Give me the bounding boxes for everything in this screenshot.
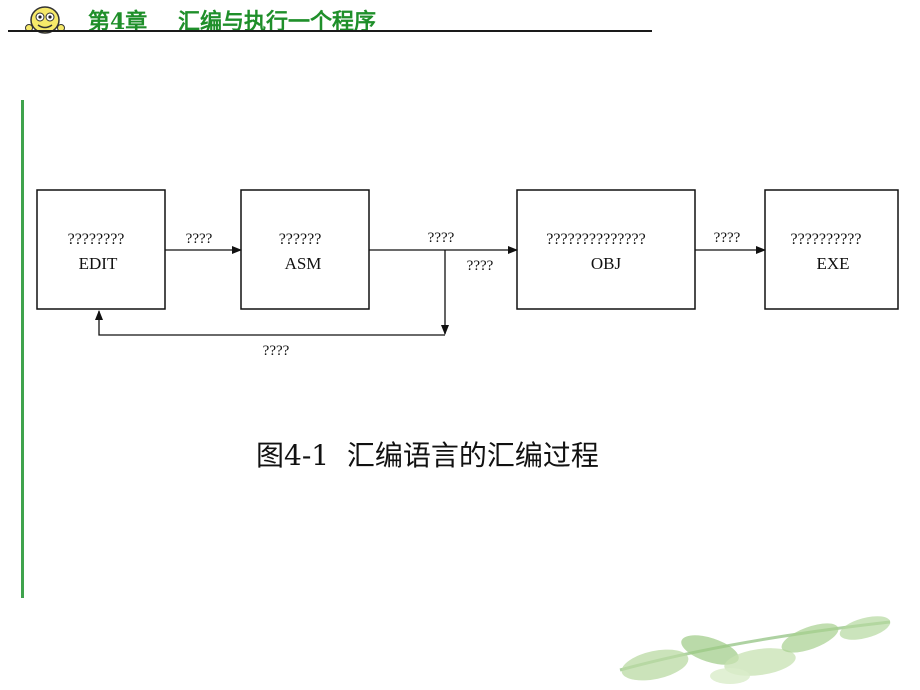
box-exe: ?????????? EXE <box>764 189 899 310</box>
leaf-branch-decoration <box>619 616 891 684</box>
box-obj: ?????????????? OBJ <box>516 189 696 310</box>
box-asm-line1: ?????? <box>279 231 322 248</box>
smiley-mascot-icon <box>25 6 65 34</box>
label-asm-to-obj: ???? <box>428 230 455 246</box>
box-edit: ???????? EDIT <box>36 189 166 310</box>
box-asm-line2: ASM <box>285 254 322 273</box>
box-asm: ?????? ASM <box>240 189 370 310</box>
box-edit-line2: EDIT <box>79 254 118 273</box>
label-edit-to-asm: ???? <box>186 231 213 247</box>
figure-caption: 图4-1 汇编语言的汇编过程 <box>256 439 599 472</box>
box-exe-line1: ?????????? <box>790 231 861 248</box>
label-obj-to-exe: ???? <box>714 230 741 246</box>
arrow-back-to-edit <box>95 310 445 336</box>
label-back-to-edit: ???? <box>263 343 290 359</box>
label-asm-branch: ???? <box>467 258 494 274</box>
header-underline <box>8 30 652 32</box>
slide-header: 第4章 汇编与执行一个程序 <box>0 0 660 35</box>
box-exe-line2: EXE <box>816 254 849 273</box>
left-accent-line <box>21 100 24 598</box>
box-obj-line2: OBJ <box>591 254 622 273</box>
box-obj-line1: ?????????????? <box>546 231 645 248</box>
box-edit-line1: ???????? <box>68 231 125 248</box>
